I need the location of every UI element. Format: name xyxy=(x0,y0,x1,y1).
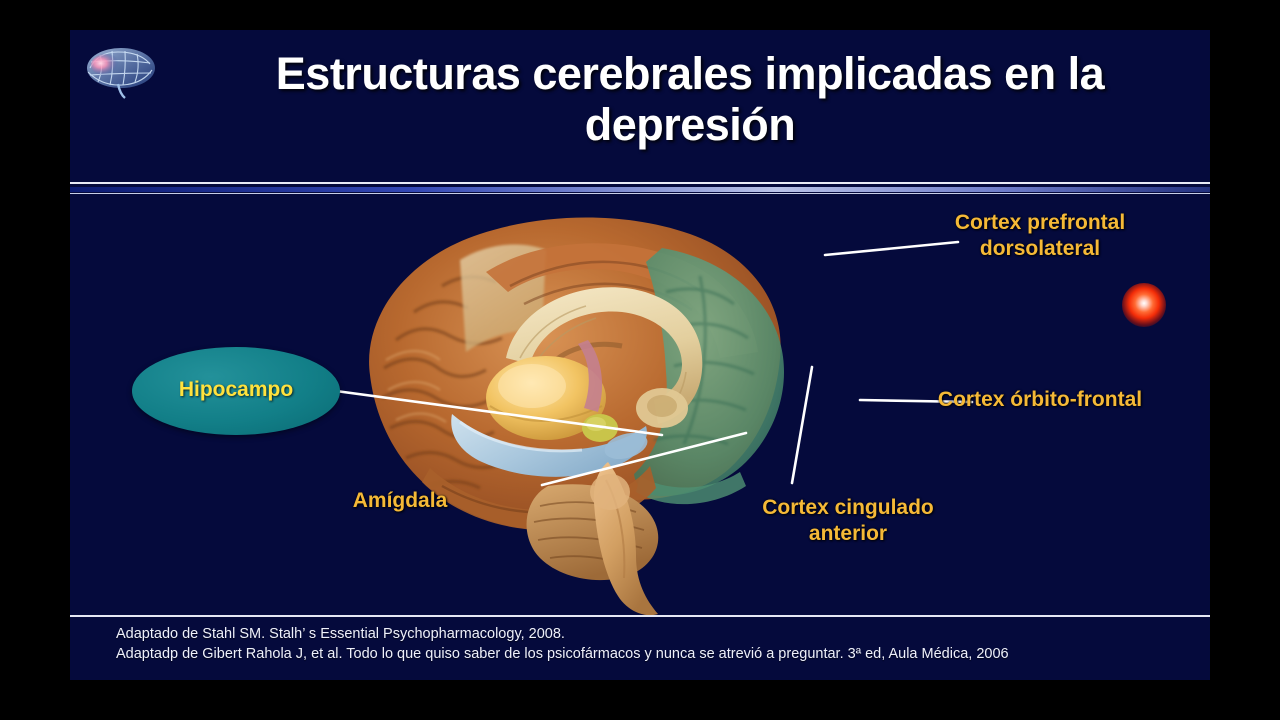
leader-line-cingulado xyxy=(790,365,814,485)
leader-line-hipocampo xyxy=(334,389,664,437)
leader-line-orbito xyxy=(858,398,974,404)
slide-header: Estructuras cerebrales implicadas en la … xyxy=(70,30,1210,160)
leader-line-dlpfc xyxy=(823,240,960,257)
divider-rule-gradient xyxy=(70,187,1210,192)
label-cortex-prefrontal-dorsolateral: Cortex prefrontal dorsolateral xyxy=(954,211,1126,260)
header-divider xyxy=(70,182,1210,195)
hipocampo-label: Hipocampo xyxy=(178,378,294,401)
label-amigdala: Amígdala xyxy=(352,489,448,512)
footer-divider xyxy=(70,615,1210,617)
divider-rule-top xyxy=(70,182,1210,184)
label-cortex-cingulado-anterior: Cortex cingulado anterior xyxy=(762,496,934,545)
divider-rule-bottom xyxy=(70,193,1210,194)
laser-pointer-dot xyxy=(1122,283,1166,327)
presentation-slide: Estructuras cerebrales implicadas en la … xyxy=(70,30,1210,680)
citation-line-1: Adaptado de Stahl SM. Stalh’ s Essential… xyxy=(116,626,565,642)
brain-logo-icon xyxy=(78,42,164,100)
slide-footer: Adaptado de Stahl SM. Stalh’ s Essential… xyxy=(70,615,1210,680)
citation-line-2: Adaptadp de Gibert Rahola J, et al. Todo… xyxy=(116,646,1009,662)
label-cortex-orbito-frontal: Cortex órbito-frontal xyxy=(937,388,1143,411)
annotation-leader-lines xyxy=(334,240,974,487)
slide-body: Hipocampo Cortex prefrontal dorsolateral… xyxy=(70,195,1210,616)
page-title: Estructuras cerebrales implicadas en la … xyxy=(275,48,1105,150)
leader-line-amigdala xyxy=(540,431,748,487)
hipocampo-callout[interactable]: Hipocampo xyxy=(132,347,340,435)
